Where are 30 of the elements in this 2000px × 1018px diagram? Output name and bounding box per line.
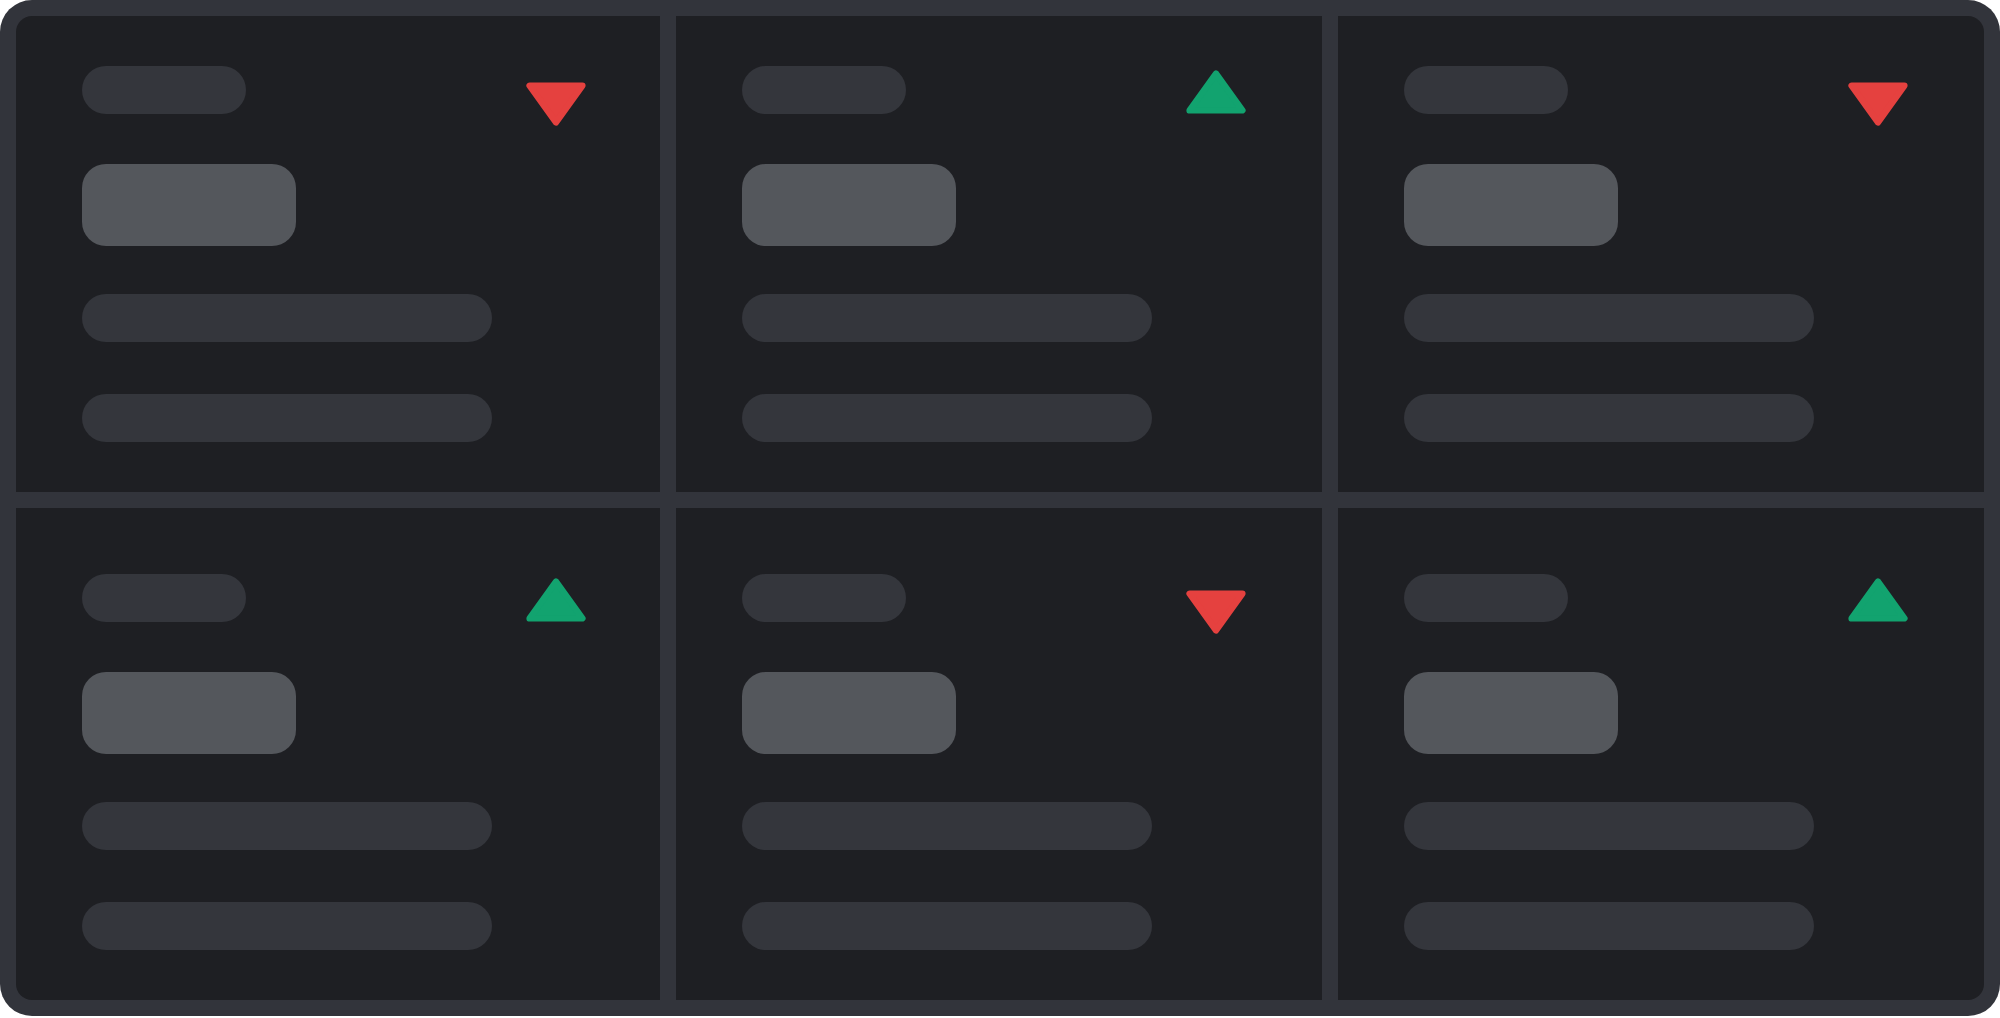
skeleton-bar xyxy=(742,802,1152,850)
skeleton-bar xyxy=(82,902,492,950)
skeleton-card xyxy=(16,508,660,1000)
skeleton-bar xyxy=(82,66,246,114)
skeleton-card xyxy=(676,16,1322,492)
skeleton-value-block xyxy=(742,164,956,246)
skeleton-card xyxy=(1338,16,1984,492)
skeleton-bar xyxy=(742,294,1152,342)
skeleton-bar xyxy=(82,574,246,622)
skeleton-bar xyxy=(82,394,492,442)
skeleton-value-block xyxy=(742,672,956,754)
skeleton-card xyxy=(1338,508,1984,1000)
skeleton-bar xyxy=(742,902,1152,950)
skeleton-card xyxy=(676,508,1322,1000)
skeleton-bar xyxy=(742,574,906,622)
skeleton-bar xyxy=(1404,294,1814,342)
skeleton-value-block xyxy=(82,672,296,754)
skeleton-bar xyxy=(1404,394,1814,442)
skeleton-bar xyxy=(82,294,492,342)
skeleton-bar xyxy=(1404,66,1568,114)
skeleton-bar xyxy=(742,394,1152,442)
skeleton-bar xyxy=(1404,574,1568,622)
skeleton-value-block xyxy=(82,164,296,246)
skeleton-card xyxy=(16,16,660,492)
skeleton-bar xyxy=(742,66,906,114)
skeleton-value-block xyxy=(1404,672,1618,754)
skeleton-bar xyxy=(82,802,492,850)
skeleton-value-block xyxy=(1404,164,1618,246)
skeleton-bar xyxy=(1404,902,1814,950)
skeleton-bar xyxy=(1404,802,1814,850)
